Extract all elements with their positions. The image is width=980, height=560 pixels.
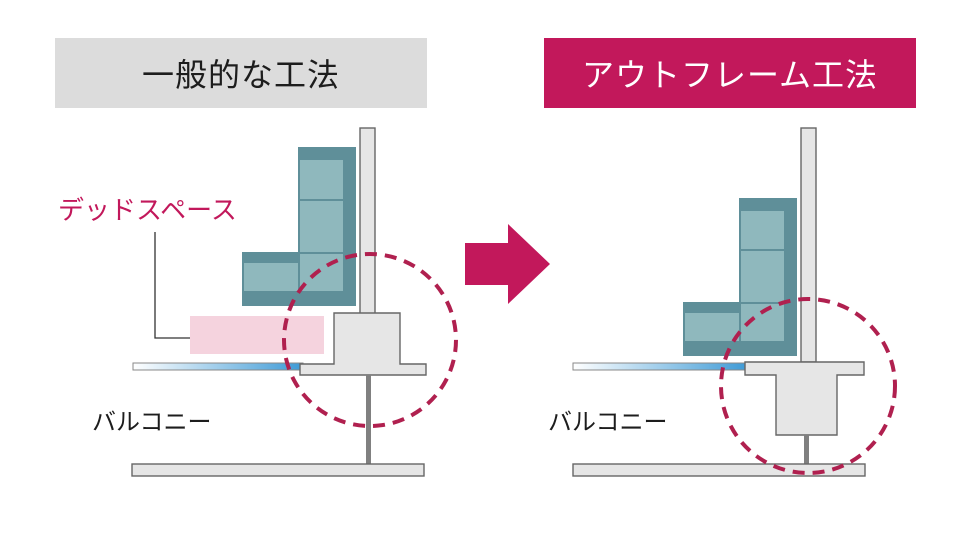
left-diagram: [131, 127, 458, 477]
dead-space-area: [190, 316, 324, 354]
floor-slab: [572, 463, 866, 477]
dead-space-leader-line: [154, 232, 190, 339]
right-diagram: [572, 127, 897, 477]
support-post: [804, 435, 809, 464]
balcony-glass-rail: [132, 362, 304, 371]
support-post: [366, 375, 371, 464]
beam-section: [299, 312, 427, 376]
right-panel-title: アウトフレーム工法: [544, 38, 916, 108]
furniture-blocks: [242, 147, 356, 306]
dead-space-label: デッドスペース: [58, 196, 237, 226]
highlight-circle-right: [719, 297, 897, 475]
balcony-label-left: バルコニー: [92, 408, 212, 436]
furniture-blocks: [683, 198, 797, 356]
highlight-circle-left: [282, 252, 458, 428]
floor-slab: [131, 463, 425, 477]
wall-column: [359, 127, 376, 315]
beam-section: [744, 361, 865, 436]
right-arrow-icon: [465, 224, 550, 304]
left-panel-title: 一般的な工法: [55, 38, 427, 108]
wall-column: [800, 127, 817, 363]
balcony-label-right: バルコニー: [548, 408, 668, 436]
